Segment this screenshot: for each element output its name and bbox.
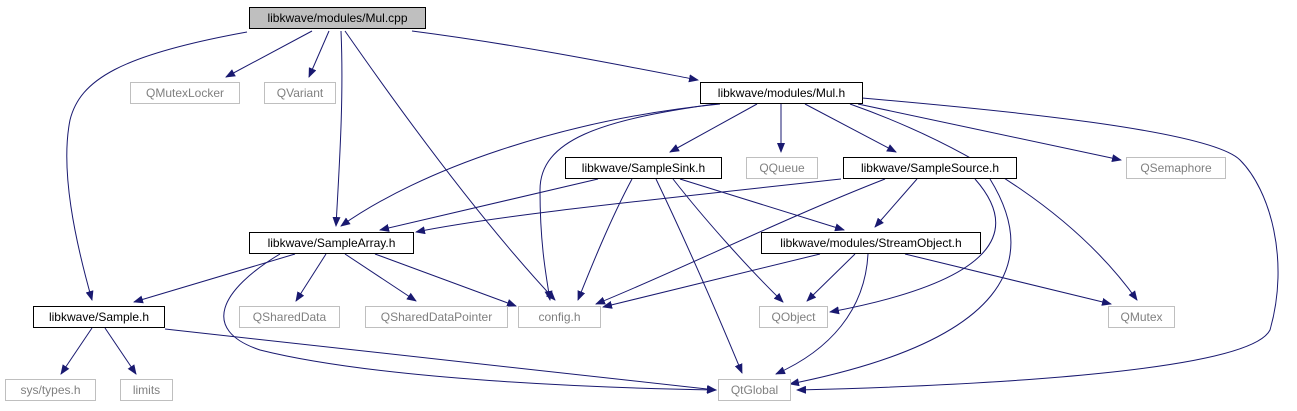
edge-streamobject-h-to-qmutex [904, 253, 1112, 306]
node-qvariant: QVariant [264, 82, 336, 104]
node-mul-h[interactable]: libkwave/modules/Mul.h [700, 82, 863, 104]
node-qqueue: QQueue [746, 157, 818, 179]
node-samplearray-h[interactable]: libkwave/SampleArray.h [249, 232, 414, 254]
edge-samplearray-h-to-sample-h [133, 253, 296, 304]
edge-mul-h-to-samplearray-h [340, 103, 721, 227]
node-limits: limits [120, 379, 173, 401]
edge-samplesource-h-to-config-h [595, 178, 886, 305]
edge-mul-cpp-to-samplearray-h [332, 30, 343, 227]
node-qshareddatapointer: QSharedDataPointer [365, 306, 508, 328]
node-samplesink-h[interactable]: libkwave/SampleSink.h [565, 157, 722, 179]
edge-mul-h-to-qtglobal [796, 97, 1279, 394]
edge-samplesink-h-to-samplearray-h [379, 178, 599, 232]
edge-mul-cpp-to-mul-h [411, 30, 699, 83]
node-qmutexlocker: QMutexLocker [130, 82, 240, 104]
edge-sample-h-to-sys-types-h [60, 327, 93, 375]
edge-mul-h-to-samplesink-h [669, 103, 758, 153]
edge-samplearray-h-to-qshareddata [295, 253, 327, 302]
edge-samplesink-h-to-streamobject-h [679, 178, 845, 232]
edge-mul-h-to-samplesource-h [804, 103, 897, 153]
edge-samplearray-h-to-qshareddatapointer [344, 253, 417, 302]
edge-mul-cpp-to-qvariant [308, 30, 330, 78]
edge-samplesink-h-to-qobject [672, 178, 784, 303]
node-qobject: QObject [759, 306, 828, 328]
edge-mul-h-to-qmutex [849, 103, 1138, 301]
edge-streamobject-h-to-config-h [602, 253, 821, 309]
node-sample-h[interactable]: libkwave/Sample.h [33, 306, 165, 328]
edge-mul-cpp-to-sample-h [66, 31, 248, 301]
node-qmutex: QMutex [1108, 306, 1175, 328]
edge-samplesource-h-to-qtglobal [789, 178, 1012, 387]
edge-mul-h-to-qsemaphore [857, 103, 1122, 163]
edge-samplesink-h-to-config-h [577, 178, 633, 301]
edge-streamobject-h-to-qobject [806, 253, 856, 302]
edge-mul-h-to-config-h [539, 103, 716, 301]
node-qsemaphore: QSemaphore [1126, 157, 1226, 179]
node-streamobject-h[interactable]: libkwave/modules/StreamObject.h [761, 232, 981, 254]
edge-samplearray-h-to-config-h [374, 253, 517, 307]
edge-mul-cpp-to-config-h [344, 30, 556, 301]
node-sys-types-h: sys/types.h [5, 379, 96, 401]
node-mul-cpp[interactable]: libkwave/modules/Mul.cpp [249, 7, 426, 29]
edge-samplesource-h-to-streamobject-h [874, 178, 918, 228]
edge-mul-cpp-to-qmutexlocker [225, 30, 313, 78]
edge-samplesource-h-to-qobject [829, 178, 997, 315]
node-samplesource-h[interactable]: libkwave/SampleSource.h [843, 157, 1017, 179]
edge-sample-h-to-limits [104, 327, 137, 375]
edge-streamobject-h-to-qtglobal [775, 253, 869, 375]
node-qtglobal: QtGlobal [718, 379, 791, 401]
edge-samplesource-h-to-samplearray-h [415, 178, 842, 235]
edge-sample-h-to-qtglobal [164, 328, 717, 393]
node-qshareddata: QSharedData [239, 306, 340, 328]
edge-samplearray-h-to-qtglobal [223, 253, 717, 394]
node-config-h: config.h [518, 306, 601, 328]
